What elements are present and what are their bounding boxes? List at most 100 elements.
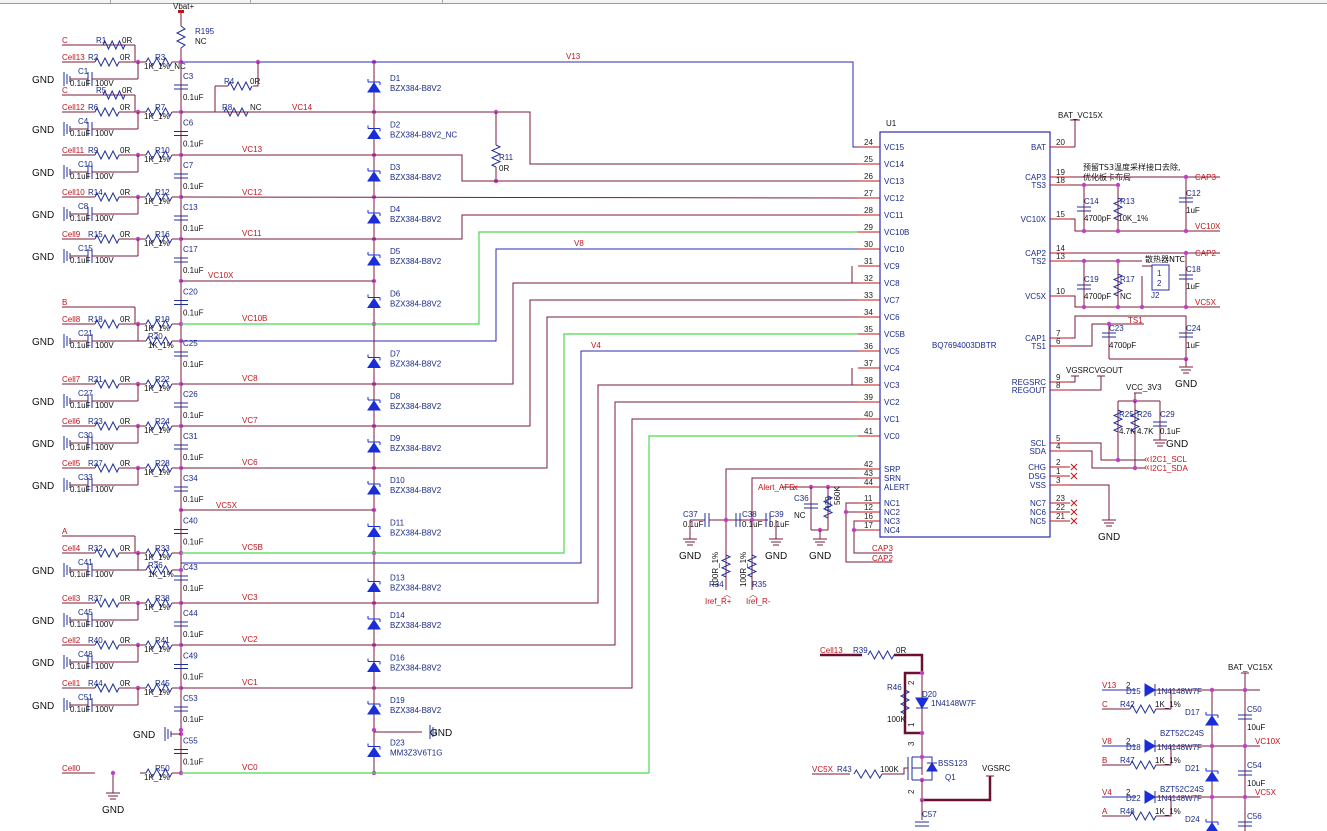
r46-value: 100K [887, 715, 906, 724]
r26-ref: R26 [1137, 410, 1152, 419]
net-trace-v13 [181, 61, 858, 148]
filter-resistor-value: 1K_1% [144, 197, 170, 206]
resistor-icon [145, 564, 173, 576]
ic-pin-name: VC7 [884, 296, 900, 305]
junction-dot [1183, 304, 1189, 310]
c23-value: 4700pF [1109, 341, 1136, 350]
wire [725, 468, 858, 590]
zener-bar [367, 701, 381, 707]
zener-part: BZX384-B8V2 [390, 621, 442, 630]
junction-dot [1115, 258, 1121, 264]
ic-pin-number: 43 [864, 469, 873, 478]
ic-pin-number: 19 [1056, 168, 1065, 177]
zener-bar [367, 168, 381, 174]
ic-pin-number: 27 [864, 189, 873, 198]
filter-resistor-value: 1K_1% [144, 553, 170, 562]
resistor-icon [1129, 759, 1157, 771]
c12-ref: C12 [1186, 189, 1201, 198]
ic-pin-number: 36 [864, 342, 873, 351]
zener-diode-icon [367, 581, 381, 592]
bat-vc15x-label: BAT_VC15X [1058, 111, 1103, 120]
ic-pin-name: NC3 [884, 517, 901, 526]
wire [1070, 184, 1119, 231]
zener-diode-icon [367, 746, 381, 757]
r34-ref: R34 [709, 580, 724, 589]
alt-resistor-ref: R1 [96, 36, 107, 45]
junction-dot [1115, 304, 1121, 310]
ic-pin-name: NC2 [884, 508, 901, 517]
filter-cap-value: 0.1uF [70, 341, 91, 350]
ic-pin-name: VC3 [884, 381, 900, 390]
net-label-vc2: VC2 [242, 635, 258, 644]
net-trace-vc2 [181, 401, 858, 646]
resistor-icon [145, 420, 173, 432]
no-connect-icon [1070, 499, 1078, 507]
input-resistor-ref: R37 [88, 594, 103, 603]
filter-resistor-ref: R28 [155, 459, 170, 468]
wire [1070, 376, 1102, 391]
resistor-icon [94, 106, 120, 118]
ic-pin-name: VC15 [884, 143, 905, 152]
input-resistor-value: 0R [120, 544, 130, 553]
zener-diode-icon [367, 213, 381, 224]
ic-pin-name: VC10 [884, 245, 905, 254]
net-label-vc10x: VC10X [208, 271, 234, 280]
iref-negative-label: Iref_R- [746, 597, 771, 606]
zener-diode-icon [367, 442, 381, 453]
resistor-icon [94, 682, 120, 694]
gnd-label: GND [32, 658, 54, 669]
resistor-icon [145, 233, 173, 245]
input-resistor-value: 0R [120, 636, 130, 645]
or-diode-ref: D18 [1126, 743, 1141, 752]
resistor-icon [175, 25, 187, 49]
filter-cap-ref: C33 [78, 473, 93, 482]
pin-number: 2 [1126, 788, 1131, 797]
gnd-label: GND [32, 701, 54, 712]
ic-pin-number: 37 [864, 359, 873, 368]
resistor-icon [145, 335, 173, 347]
resistor-icon [1129, 409, 1141, 433]
ic-pin-number: 44 [864, 478, 873, 487]
r39-ref: R39 [853, 646, 868, 655]
cell-input-label: Cell13 [62, 53, 85, 62]
ic-pin-number: 42 [864, 460, 873, 469]
ic-pin-number: 33 [864, 291, 873, 300]
node-cap-ref: C31 [183, 432, 198, 441]
input-resistor-value: 0R [120, 188, 130, 197]
node-cap-value: 0.1uF [183, 758, 204, 767]
cell-input-label: Cell0 [62, 764, 81, 773]
node-cap-ref: C43 [183, 563, 198, 572]
ic-pin-number: 20 [1056, 138, 1065, 147]
c39-value: 0.1uF [769, 520, 790, 529]
resistor-icon [102, 89, 126, 101]
zener-diode-icon [367, 255, 381, 266]
ic-pin-number: 13 [1056, 252, 1065, 261]
diode-icon [915, 697, 929, 709]
vbat-label: Vbat+ [173, 2, 194, 11]
r4-value: 0R [250, 77, 260, 86]
filter-resistor-value: 1K_1% [144, 239, 170, 248]
ic-pin-name: REGSRC [1012, 378, 1046, 387]
node-cap-ref: C17 [183, 245, 198, 254]
node-cap-value: 0.1uF [183, 309, 204, 318]
c18-ref: C18 [1186, 265, 1201, 274]
input-resistor-ref: R2 [88, 53, 99, 62]
zener-part: BZX384-B8V2 [390, 402, 442, 411]
ic-pin-name: CAP1 [1025, 334, 1046, 343]
filter-resistor-ref: R38 [155, 594, 170, 603]
ic-pin-name: TS3 [1031, 181, 1046, 190]
filter-cap-voltage: 100V [95, 214, 114, 223]
q1-part: BSS123 [938, 759, 968, 768]
node-cap-ref: C13 [183, 203, 198, 212]
zener-diode-icon [367, 526, 381, 537]
zener-part: MM3Z3V6T1G [390, 749, 442, 758]
ic-pin-name: TS2 [1031, 257, 1046, 266]
ic-pin-number: 8 [1056, 381, 1061, 390]
resistor-icon [1112, 197, 1124, 221]
wire [1070, 484, 1110, 520]
or-resistor-ref: R42 [1120, 700, 1135, 709]
net-label-cap3: CAP3 [872, 544, 893, 553]
ic-pin-name: VC5 [884, 347, 900, 356]
or-output-label: VC5X [1255, 788, 1277, 797]
